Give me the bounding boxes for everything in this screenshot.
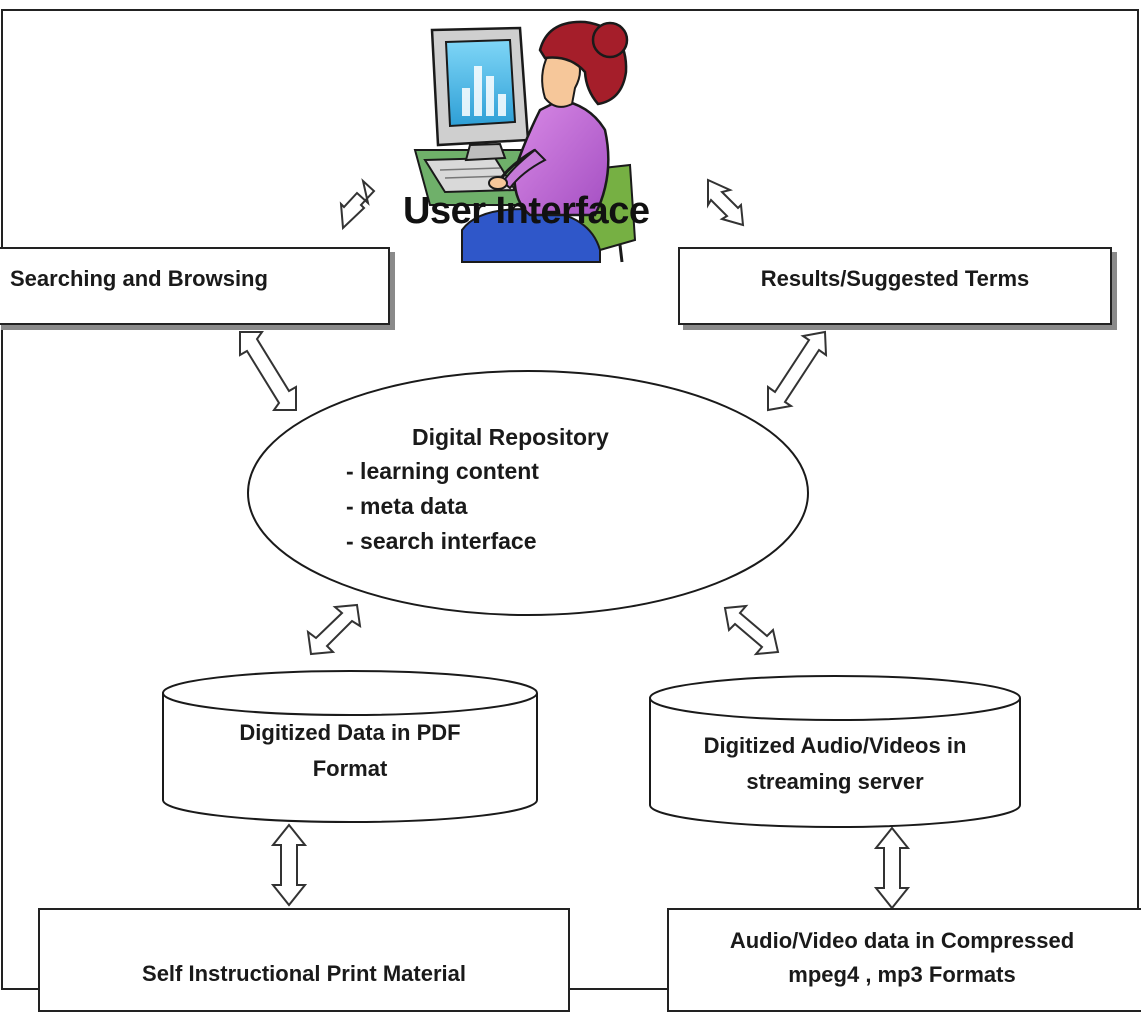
streaming-database-cylinder <box>649 675 1021 828</box>
repository-title: Digital Repository <box>412 424 609 450</box>
user-computer-clipart <box>413 20 637 263</box>
digital-repository-ellipse <box>247 370 809 616</box>
down-arrow-icon <box>339 178 376 231</box>
bidirectional-arrow-icon <box>239 331 297 411</box>
up-arrow-icon <box>707 178 745 227</box>
bidirectional-arrow-icon <box>767 330 828 412</box>
bidirectional-arrow-icon <box>306 603 362 656</box>
results-terms-label: Results/Suggested Terms <box>760 266 1030 291</box>
bidirectional-arrow-icon <box>270 823 308 907</box>
bidirectional-arrow-icon <box>723 604 780 656</box>
user-interface-label: User Interface <box>403 190 650 232</box>
repository-item: - meta data <box>346 493 468 519</box>
audio-video-line: Audio/Video data in Compressed <box>729 928 1075 953</box>
searching-browsing-box: Searching and Browsing <box>0 247 390 325</box>
audio-video-box: Audio/Video data in Compressed mpeg4 , m… <box>667 908 1141 1012</box>
print-material-box: Self Instructional Print Material <box>38 908 570 1012</box>
pdf-database-line: Digitized Data in PDF <box>239 720 461 745</box>
streaming-database-line: streaming server <box>746 769 924 794</box>
diagram-frame <box>1 9 1139 990</box>
pdf-database-label: Digitized Data in PDF Format <box>163 715 537 787</box>
repository-item: - search interface <box>346 528 537 554</box>
pdf-database-line: Format <box>312 756 388 781</box>
audio-video-label: Audio/Video data in Compressed mpeg4 , m… <box>669 924 1135 992</box>
architecture-diagram: User Interface Searching and Browsing Re… <box>0 9 1141 1012</box>
results-terms-box: Results/Suggested Terms <box>678 247 1112 325</box>
searching-browsing-label: Searching and Browsing <box>10 266 268 291</box>
streaming-database-line: Digitized Audio/Videos in <box>703 733 967 758</box>
pdf-database-cylinder <box>162 670 538 823</box>
diagram-canvas <box>1 9 1139 990</box>
repository-item: - learning content <box>346 458 539 484</box>
print-material-label: Self Instructional Print Material <box>142 961 466 986</box>
streaming-database-label: Digitized Audio/Videos in streaming serv… <box>650 728 1020 800</box>
audio-video-line: mpeg4 , mp3 Formats <box>788 962 1016 987</box>
bidirectional-arrow-icon <box>873 826 911 910</box>
